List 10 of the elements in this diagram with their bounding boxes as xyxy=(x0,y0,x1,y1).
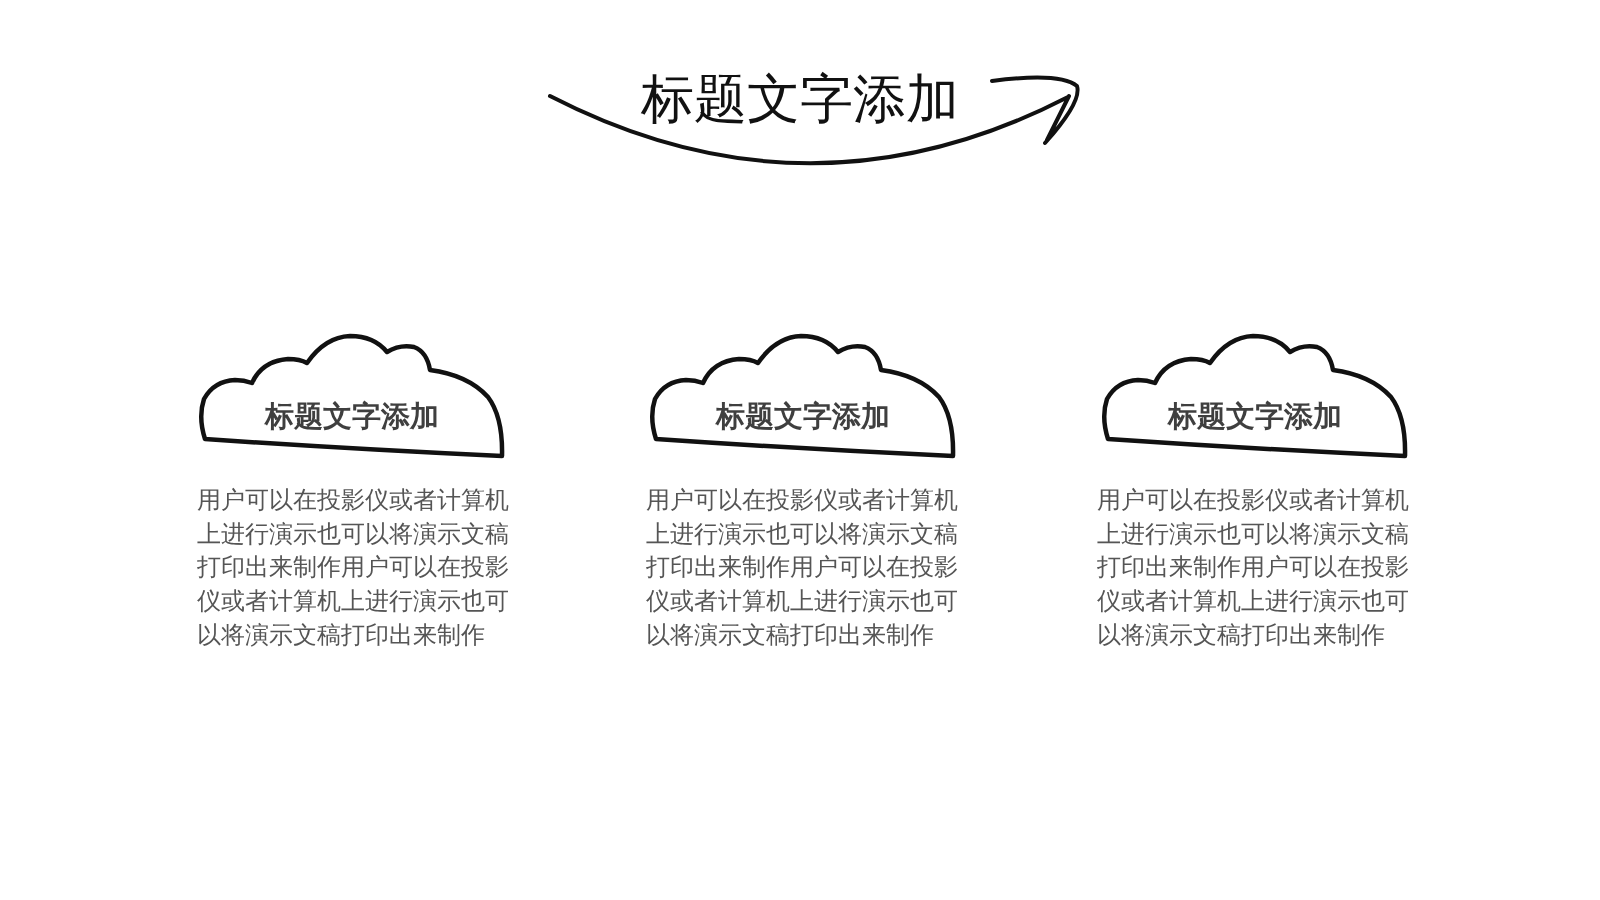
title: 标题文字添加 xyxy=(640,67,960,131)
body-text: 用户可以在投影仪或者计算机上进行演示也可以将演示文稿打印出来制作用户可以在投影仪或者计算机上进行演示也可以将演示文稿打印出来制作 xyxy=(197,485,510,651)
heading: 标题文字添加 xyxy=(714,398,891,434)
cloud-shape xyxy=(1103,335,1406,457)
cloud-shape xyxy=(651,335,954,457)
heading: 标题文字添加 xyxy=(263,398,440,434)
body-text: 用户可以在投影仪或者计算机上进行演示也可以将演示文稿打印出来制作用户可以在投影仪或者计算机上进行演示也可以将演示文稿打印出来制作 xyxy=(1097,485,1410,651)
cloud-shape xyxy=(200,335,503,457)
heading: 标题文字添加 xyxy=(1166,398,1343,434)
body-text: 用户可以在投影仪或者计算机上进行演示也可以将演示文稿打印出来制作用户可以在投影仪或者计算机上进行演示也可以将演示文稿打印出来制作 xyxy=(646,485,959,651)
